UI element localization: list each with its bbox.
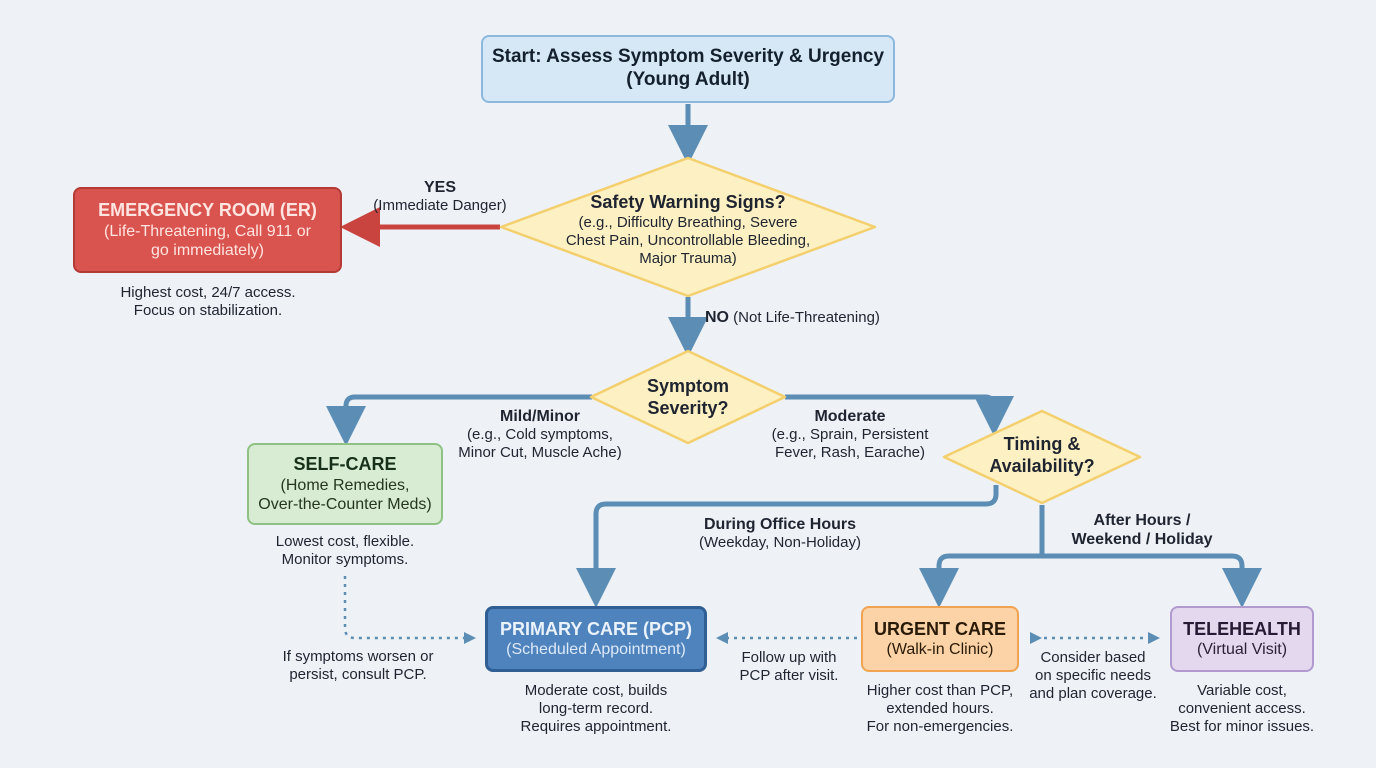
selfcare-note: Lowest cost, flexible. Monitor symptoms.	[235, 533, 455, 569]
urgent-subtitle: (Walk-in Clinic)	[886, 641, 994, 659]
severity-to-timing-arrow	[785, 394, 1014, 436]
er-note-line2: Focus on stabilization.	[133, 302, 283, 319]
timing-decision-text: Timing & Availability?	[968, 434, 1116, 477]
severity-decision-text: Symptom Severity?	[618, 376, 758, 419]
timing-diamond	[942, 409, 1142, 505]
selfcare-line1: (Home Remedies,	[280, 476, 410, 494]
mild-label-line1: (e.g., Cold symptoms,	[467, 426, 613, 444]
emergency-room-node: EMERGENCY ROOM (ER) (Life-Threatening, C…	[73, 187, 342, 273]
moderate-label: Moderate (e.g., Sprain, Persistent Fever…	[750, 407, 950, 462]
selfcare-to-pcp-dotted-arrow	[343, 576, 476, 644]
safety-example-line1: (e.g., Difficulty Breathing, Severe	[578, 213, 798, 231]
pcp-note-line3: Requires appointment.	[520, 718, 672, 735]
urgent-note: Higher cost than PCP, extended hours. Fo…	[845, 682, 1035, 736]
pcp-note-line2: long-term record.	[538, 700, 654, 717]
consider-label: Consider based on specific needs and pla…	[1022, 649, 1164, 703]
no-label-bold: NO	[705, 309, 729, 326]
tele-subtitle: (Virtual Visit)	[1196, 641, 1288, 659]
safety-decision-text: Safety Warning Signs? (e.g., Difficulty …	[530, 192, 846, 268]
consider-line1: Consider based	[1040, 649, 1146, 666]
tele-note-line2: convenient access.	[1178, 700, 1306, 717]
selfcare-note-line1: Lowest cost, flexible.	[275, 533, 415, 550]
no-label: NO (Not Life-Threatening)	[705, 308, 905, 327]
timing-to-pcp-arrow	[576, 485, 999, 608]
after-hours-to-telehealth-arrow	[1042, 553, 1262, 608]
consider-line3: and plan coverage.	[1029, 685, 1157, 702]
severity-line1: Symptom	[646, 376, 729, 396]
urgent-note-line3: For non-emergencies.	[866, 718, 1014, 735]
safety-title: Safety Warning Signs?	[590, 192, 786, 212]
tele-title: TELEHEALTH	[1183, 618, 1301, 639]
after-hours-line1: After Hours /	[1093, 512, 1191, 529]
timing-line2: Availability?	[989, 455, 1095, 476]
urgent-note-line1: Higher cost than PCP,	[866, 682, 1014, 699]
er-line1: (Life-Threatening, Call 911 or	[104, 222, 311, 240]
urgent-care-node: URGENT CARE (Walk-in Clinic)	[861, 606, 1019, 672]
pcp-subtitle: (Scheduled Appointment)	[506, 641, 686, 659]
telehealth-node: TELEHEALTH (Virtual Visit)	[1170, 606, 1314, 672]
moderate-label-line1: (e.g., Sprain, Persistent	[771, 426, 929, 444]
office-label-bold: During Office Hours	[703, 516, 856, 533]
er-title: EMERGENCY ROOM (ER)	[98, 200, 317, 221]
after-hours-line2: Weekend / Holiday	[1071, 531, 1213, 549]
er-note: Highest cost, 24/7 access. Focus on stab…	[80, 284, 336, 320]
no-label-text: (Not Life-Threatening)	[733, 309, 880, 326]
tele-note-line3: Best for minor issues.	[1169, 718, 1315, 735]
timing-line1: Timing &	[1003, 434, 1081, 454]
office-label-text: (Weekday, Non-Holiday)	[698, 534, 861, 552]
worsen-label: If symptoms worsen or persist, consult P…	[268, 648, 448, 684]
pcp-title: PRIMARY CARE (PCP)	[499, 618, 692, 639]
after-hours-to-urgent-arrow	[919, 553, 1042, 608]
start-node: Start: Assess Symptom Severity & Urgency…	[481, 35, 895, 103]
after-hours-label: After Hours / Weekend / Holiday	[1052, 511, 1232, 549]
follow-up-line1: Follow up with	[741, 649, 837, 666]
severity-to-selfcare-arrow	[326, 394, 592, 446]
yes-label: YES (Immediate Danger)	[360, 178, 520, 215]
yes-label-bold: YES	[423, 179, 456, 196]
tele-note-line1: Variable cost,	[1197, 682, 1287, 699]
er-line2: go immediately)	[151, 241, 264, 259]
mild-label-bold: Mild/Minor	[500, 408, 580, 425]
follow-up-label: Follow up with PCP after visit.	[722, 649, 856, 685]
office-hours-label: During Office Hours (Weekday, Non-Holida…	[670, 515, 890, 552]
moderate-label-bold: Moderate	[814, 408, 886, 425]
selfcare-line2: Over-the-Counter Meds)	[258, 495, 432, 513]
mild-label-line2: Minor Cut, Muscle Ache)	[458, 444, 622, 462]
urgent-title: URGENT CARE	[873, 618, 1006, 639]
self-care-node: SELF-CARE (Home Remedies, Over-the-Count…	[247, 443, 443, 525]
worsen-line1: If symptoms worsen or	[282, 648, 434, 665]
urgent-note-line2: extended hours.	[886, 700, 994, 717]
severity-line2: Severity?	[647, 397, 729, 418]
pcp-note: Moderate cost, builds long-term record. …	[486, 682, 706, 736]
selfcare-note-line2: Monitor symptoms.	[281, 551, 409, 568]
pcp-note-line1: Moderate cost, builds	[524, 682, 668, 699]
severity-diamond	[589, 349, 787, 445]
er-note-line1: Highest cost, 24/7 access.	[120, 284, 296, 301]
safety-example-line2: Chest Pain, Uncontrollable Bleeding,	[565, 231, 811, 249]
tele-note: Variable cost, convenient access. Best f…	[1150, 682, 1334, 736]
start-subtitle: (Young Adult)	[626, 69, 750, 90]
worsen-line2: persist, consult PCP.	[289, 666, 427, 683]
start-title: Start: Assess Symptom Severity & Urgency	[491, 46, 885, 68]
selfcare-title: SELF-CARE	[293, 454, 397, 475]
follow-up-line2: PCP after visit.	[739, 667, 839, 684]
yes-label-text: (Immediate Danger)	[373, 197, 507, 215]
safety-diamond	[499, 156, 877, 298]
consider-line2: on specific needs	[1035, 667, 1151, 684]
mild-minor-label: Mild/Minor (e.g., Cold symptoms, Minor C…	[440, 407, 640, 462]
primary-care-node: PRIMARY CARE (PCP) (Scheduled Appointmen…	[485, 606, 707, 672]
moderate-label-line2: Fever, Rash, Earache)	[774, 444, 926, 462]
safety-example-line3: Major Trauma)	[639, 249, 737, 267]
